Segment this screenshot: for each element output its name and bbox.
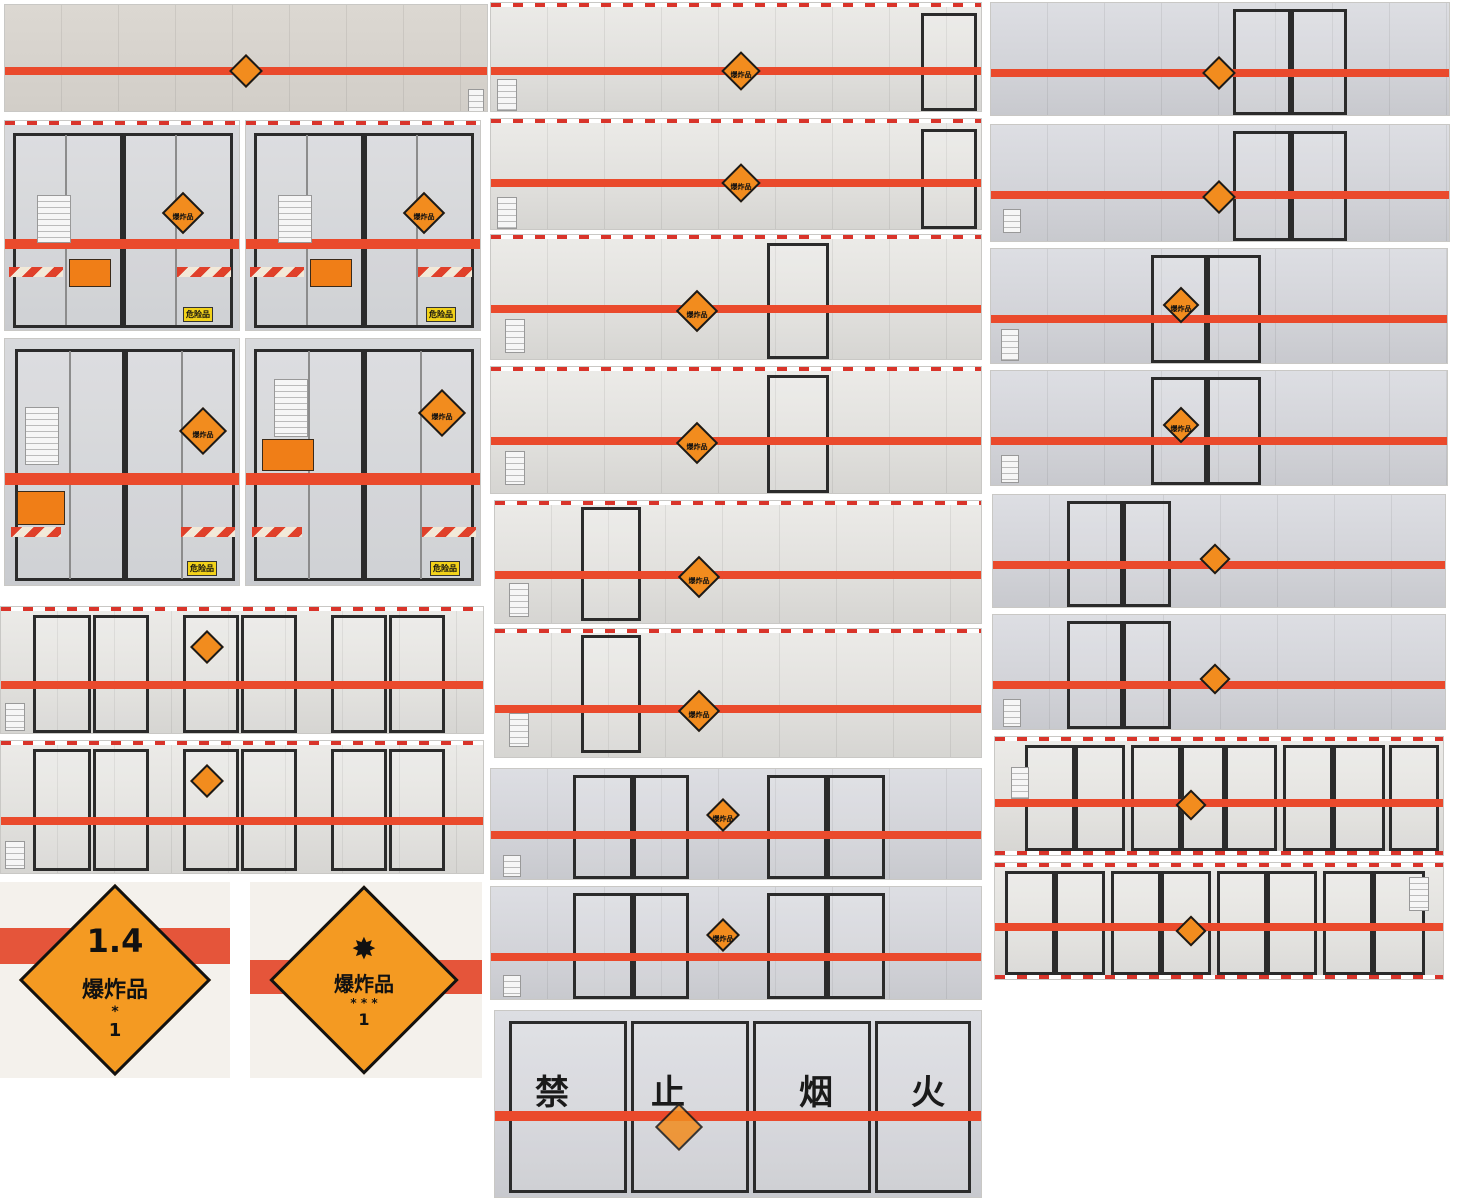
side-panel-1 bbox=[4, 4, 488, 112]
side-panel-12: 爆炸品 bbox=[990, 248, 1448, 364]
danger-tag: 危险品 bbox=[183, 307, 213, 322]
placard-closeup-1-4: 1.4 爆炸品 * 1 bbox=[0, 882, 230, 1078]
side-panel-13: 爆炸品 bbox=[990, 370, 1448, 486]
side-panel-7: 爆炸品 bbox=[494, 628, 982, 758]
danger-tag: 危险品 bbox=[426, 307, 456, 322]
side-panel-8: 爆炸品 bbox=[490, 768, 982, 880]
rear-view-1: 爆炸品 危险品 bbox=[4, 120, 240, 331]
side-panel-10 bbox=[990, 2, 1450, 116]
side-panel-9: 爆炸品 bbox=[490, 886, 982, 1000]
rear-view-3: 爆炸品 危险品 bbox=[4, 338, 240, 586]
orange-plate bbox=[17, 491, 65, 525]
side-panel-15 bbox=[992, 614, 1446, 730]
side-panel-multi-door-3 bbox=[994, 736, 1444, 856]
side-panel-multi-door-4 bbox=[994, 862, 1444, 980]
side-panel-6: 爆炸品 bbox=[494, 500, 982, 624]
placard-closeup-1: ✸ 爆炸品 * * * 1 bbox=[250, 882, 482, 1078]
side-panel-4: 爆炸品 bbox=[490, 234, 982, 360]
orange-plate bbox=[69, 259, 111, 287]
orange-plate bbox=[262, 439, 314, 471]
side-panel-14 bbox=[992, 494, 1446, 608]
danger-tag: 危险品 bbox=[430, 561, 460, 576]
side-panel-multi-door-1 bbox=[0, 606, 484, 734]
side-panel-3: 爆炸品 bbox=[490, 118, 982, 230]
orange-plate bbox=[310, 259, 352, 287]
rear-view-2: 爆炸品 危险品 bbox=[245, 120, 481, 331]
side-panel-multi-door-2 bbox=[0, 740, 484, 874]
sign-char-4: 火 bbox=[911, 1073, 945, 1113]
rear-view-4: 爆炸品 危险品 bbox=[245, 338, 481, 586]
side-panel-5: 爆炸品 bbox=[490, 366, 982, 494]
sign-char-3: 烟 bbox=[799, 1073, 833, 1113]
side-panel-2: 爆炸品 bbox=[490, 2, 982, 112]
explosion-icon: ✸ bbox=[351, 932, 377, 967]
danger-tag: 危险品 bbox=[187, 561, 217, 576]
side-panel-11 bbox=[990, 124, 1450, 242]
sign-char-1: 禁 bbox=[535, 1073, 569, 1113]
no-smoking-panel: 禁 止 烟 火 bbox=[494, 1010, 982, 1198]
